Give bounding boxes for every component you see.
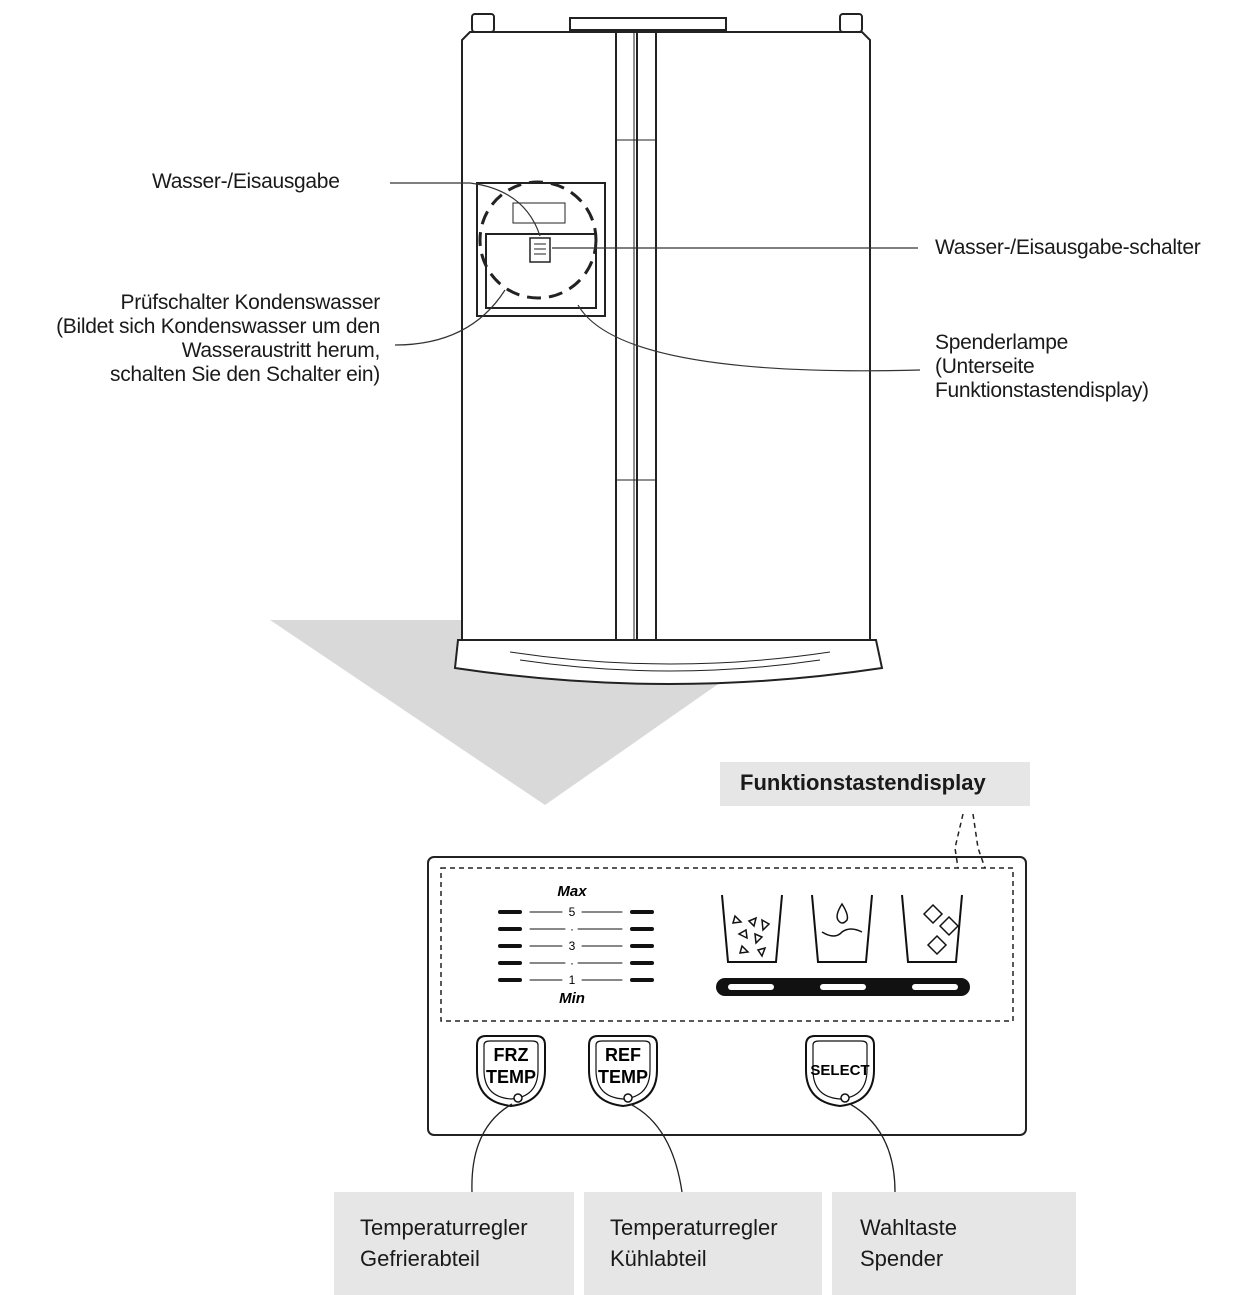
callout-ref-line2: Kühlabteil [610, 1246, 707, 1271]
scale-tick: · [570, 922, 574, 936]
scale-tick: 1 [569, 973, 576, 987]
ref-temp-button[interactable]: REF TEMP [588, 1035, 658, 1108]
callout-select-line2: Spender [860, 1246, 944, 1271]
callout-ref-line1: Temperaturregler [610, 1215, 778, 1240]
callout-select-line1: Wahltaste [860, 1215, 958, 1240]
ice-cubes-icon [901, 894, 963, 963]
lamp-line: Funktionstastendisplay) [935, 379, 1149, 402]
scale-max: Max [557, 883, 587, 900]
dispenser-switch-label: Wasser-/Eisausgabe-schalter [935, 236, 1201, 260]
refrigerator [453, 13, 884, 685]
scale-tick: 3 [569, 939, 576, 953]
ref-label: REF [605, 1045, 641, 1065]
ref-temp-label: TEMP [598, 1067, 648, 1087]
callout-frz-line2: Gefrierabteil [360, 1246, 480, 1271]
lamp-line: (Unterseite [935, 355, 1035, 378]
water-icon [811, 894, 873, 963]
callout-select: Wahltaste Spender [832, 1192, 1076, 1295]
frz-temp-button[interactable]: FRZ TEMP [476, 1035, 546, 1108]
scale-min: Min [559, 990, 585, 1007]
callout-frz-line1: Temperaturregler [360, 1215, 528, 1240]
dispenser-label: Wasser-/Eisausgabe [152, 170, 340, 194]
callout-leaders [471, 1103, 896, 1193]
dispenser-label-text: Wasser-/Eisausgabe [152, 170, 340, 193]
callout-ref: Temperaturregler Kühlabteil [584, 1192, 822, 1295]
control-panel: Max Min 5 · 3 · 1 [427, 813, 1027, 1136]
lamp-line: Spenderlampe [935, 331, 1068, 354]
scale-tick: · [570, 956, 574, 970]
select-button[interactable]: SELECT [805, 1035, 875, 1108]
crushed-ice-icon [721, 894, 783, 963]
leader-lines [390, 182, 921, 372]
panel-title-box: Funktionstastendisplay [720, 762, 1030, 806]
condensate-line: Wasseraustritt herum, [181, 339, 381, 362]
select-label: SELECT [810, 1062, 869, 1079]
condensate-line: (Bildet sich Kondenswasser um den [56, 315, 380, 338]
frz-label: FRZ [494, 1045, 529, 1065]
temperature-scale [498, 910, 654, 982]
dispenser-switch-label-text: Wasser-/Eisausgabe-schalter [935, 236, 1201, 259]
callout-frz: Temperaturregler Gefrierabteil [334, 1192, 574, 1295]
dispenser-lamp-label: Spenderlampe (Unterseite Funktionstasten… [935, 331, 1149, 403]
scale-tick: 5 [569, 905, 576, 919]
condensate-switch-label: Prüfschalter Kondenswasser (Bildet sich … [56, 291, 380, 387]
panel-title: Funktionstastendisplay [740, 770, 986, 795]
condensate-line: schalten Sie den Schalter ein) [110, 363, 380, 386]
condensate-line: Prüfschalter Kondenswasser [120, 291, 381, 314]
frz-temp-label: TEMP [486, 1067, 536, 1087]
